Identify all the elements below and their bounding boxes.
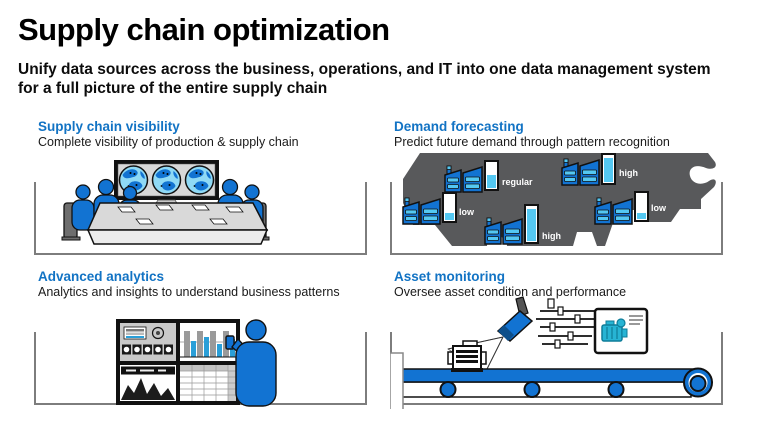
conveyor-pillar <box>390 352 404 409</box>
demand-gauge <box>524 204 539 244</box>
data-flow-bits <box>547 298 581 349</box>
forecasting-illustration: regular high low high lo <box>402 153 716 246</box>
conference-table <box>86 202 269 245</box>
status-text-line <box>629 323 640 325</box>
section-advanced-analytics: Advanced analytics Analytics and insight… <box>34 263 367 409</box>
status-text-line <box>629 319 643 321</box>
section-demand-forecasting: Demand forecasting Predict future demand… <box>390 113 723 259</box>
page-subtitle-line1: Unify data sources across the business, … <box>18 61 711 78</box>
demand-gauge <box>601 153 616 185</box>
demand-gauge <box>484 160 499 191</box>
demand-site-low-left: low <box>402 192 475 225</box>
visibility-description: Complete visibility of production & supp… <box>38 135 299 149</box>
data-flow-lines <box>536 310 602 345</box>
monitoring-title: Asset monitoring <box>394 269 506 284</box>
person-icon <box>245 319 267 341</box>
visibility-title: Supply chain visibility <box>38 119 180 134</box>
status-monitor <box>593 307 649 355</box>
section-asset-monitoring: Asset monitoring Oversee asset condition… <box>390 263 723 409</box>
forecasting-description: Predict future demand through pattern re… <box>394 135 670 149</box>
screen-bezels <box>116 319 240 405</box>
demand-site-low-right: low <box>594 191 667 225</box>
motor-icon <box>447 340 487 372</box>
demand-site-high-bottom: high <box>484 204 561 245</box>
controls-screen <box>120 323 176 361</box>
person-icon <box>71 184 95 231</box>
analyst-person <box>225 319 277 407</box>
mountain-trend <box>121 378 175 400</box>
roller-icon <box>689 375 707 392</box>
page-subtitle: Unify data sources across the business, … <box>18 60 711 98</box>
analytics-illustration <box>116 319 277 407</box>
conveyor-belt <box>390 352 713 409</box>
page-subtitle-line2: for a full picture of the entire supply … <box>18 80 328 97</box>
forecasting-title: Demand forecasting <box>394 119 524 134</box>
demand-label: high <box>542 231 561 241</box>
page-title: Supply chain optimization <box>18 12 390 47</box>
roller-icon <box>439 381 457 398</box>
section-supply-chain-visibility: Supply chain visibility Complete visibil… <box>34 113 367 259</box>
trend-screen <box>120 365 176 401</box>
analytics-description: Analytics and insights to understand bus… <box>38 285 340 299</box>
demand-label: regular <box>502 177 533 187</box>
motor-thumbnail-icon <box>601 318 628 342</box>
visibility-frame <box>34 182 367 255</box>
analytics-title: Advanced analytics <box>38 269 165 284</box>
status-text-line <box>629 315 643 317</box>
monitoring-description: Oversee asset condition and performance <box>394 285 627 299</box>
roller-icon <box>523 381 541 398</box>
demand-gauge <box>634 191 649 222</box>
spreadsheet-screen <box>180 365 236 401</box>
demand-label: low <box>459 207 475 217</box>
demand-label: low <box>651 203 667 213</box>
visibility-illustration <box>61 160 270 245</box>
demand-site-regular: regular <box>444 160 533 193</box>
monitoring-illustration <box>390 296 713 409</box>
demand-gauge <box>442 192 457 223</box>
roller-icon <box>607 381 625 398</box>
forecasting-frame <box>390 182 723 255</box>
tablet-icon <box>225 335 235 350</box>
scanner-icon <box>496 296 534 342</box>
demand-label: high <box>619 168 638 178</box>
knob-row <box>122 344 173 355</box>
demand-site-high-top: high <box>561 153 638 186</box>
